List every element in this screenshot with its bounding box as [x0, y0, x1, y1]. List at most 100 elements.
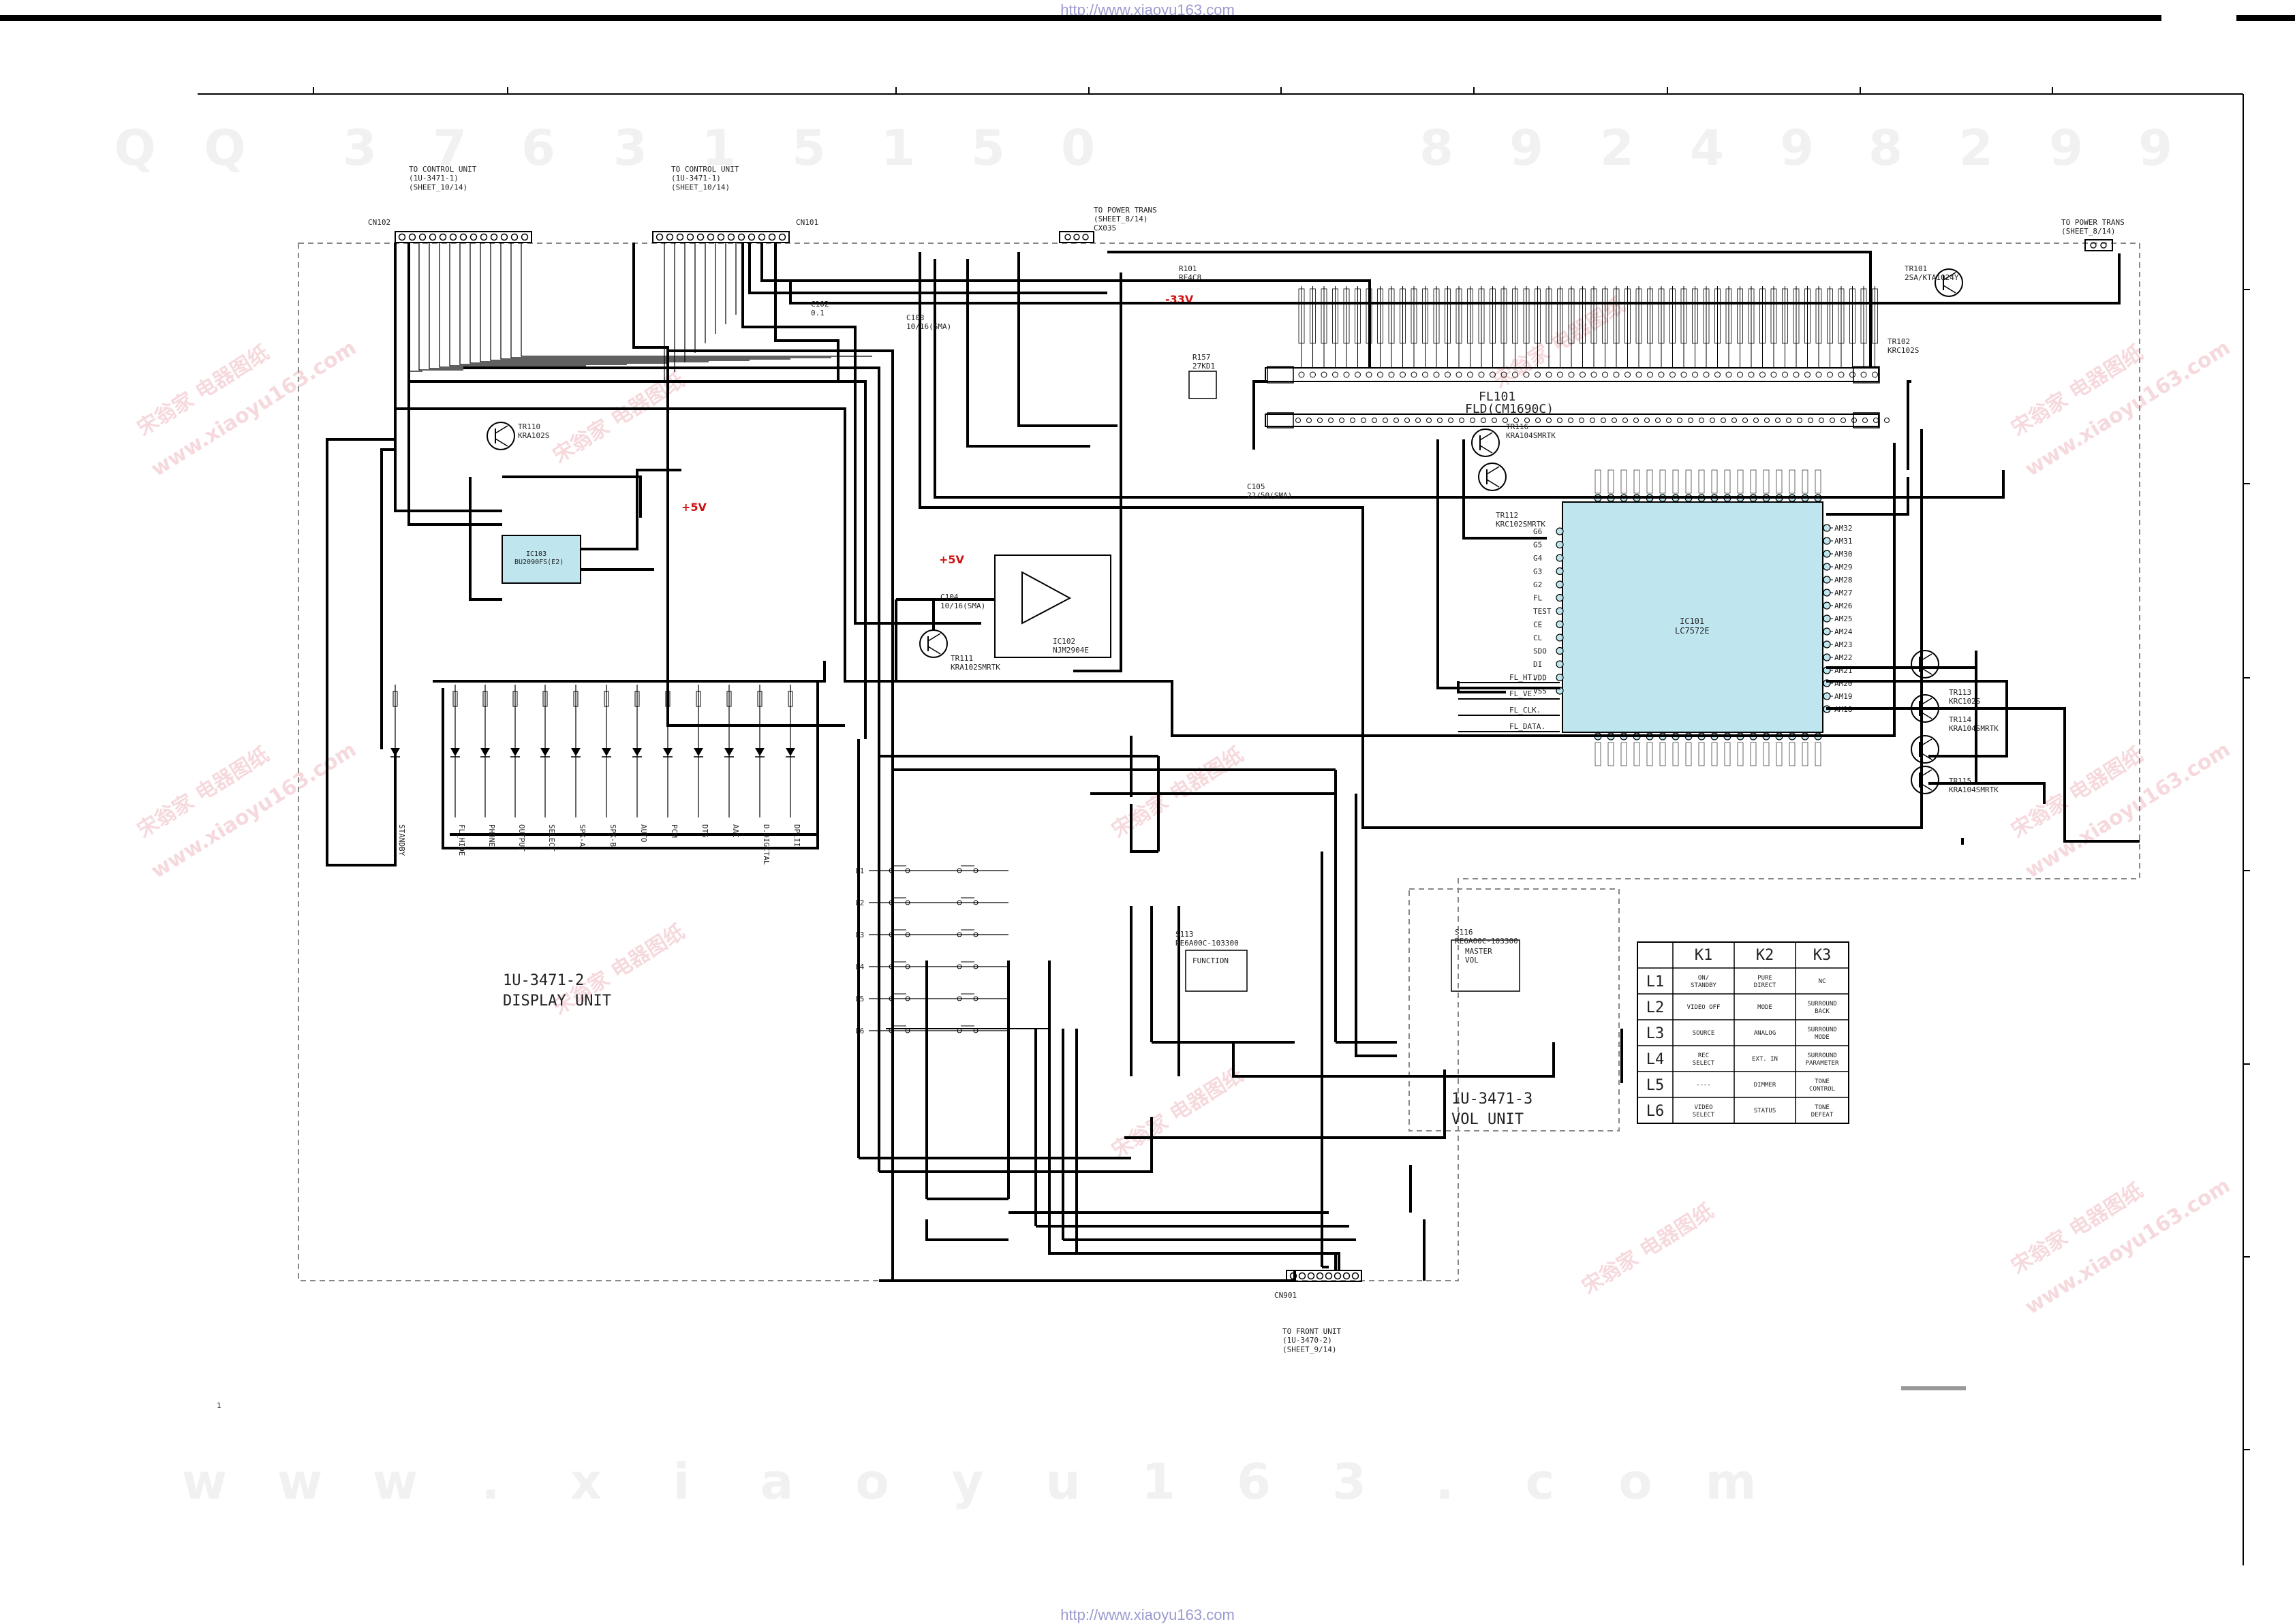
ic101-top-label [1815, 469, 1821, 494]
fl101-pin [1731, 418, 1737, 423]
ic101-pin-label: CE [1533, 621, 1542, 629]
led-resistor [604, 691, 609, 707]
connector-cx035[interactable]: TO POWER TRANS(SHEET_8/14)CX035 [1059, 206, 1157, 243]
fl101-pin [1742, 418, 1748, 423]
fl101-pin [1426, 418, 1432, 423]
voltage-5v-a: +5V [681, 501, 707, 514]
ic101-bottom-label [1607, 742, 1614, 766]
fl101-pin-label [1635, 288, 1642, 344]
led-resistor [452, 691, 458, 707]
transistor-symbol [1935, 268, 1963, 297]
connector-pin [707, 233, 715, 241]
connector-pin [1342, 1272, 1351, 1280]
ic101-bottom-label [1620, 742, 1627, 766]
serial-digit: 9 [2049, 119, 2083, 176]
connector-pin [459, 233, 467, 241]
fl101-pin [1644, 418, 1650, 423]
ic101-pin-label: AM27 [1834, 589, 1853, 597]
connector-pin [696, 233, 705, 241]
fl101-pin [1590, 371, 1597, 378]
display-unit-label: 1U-3471-2 DISPLAY UNIT [503, 972, 611, 1010]
table-cell: DIMMER [1754, 1082, 1776, 1089]
fl101-pin-label [1613, 288, 1620, 344]
fl101-pin [1388, 371, 1395, 378]
table-cell: L2 [1646, 999, 1665, 1016]
ic101-pin-label: TEST [1533, 607, 1552, 616]
connector-cn101[interactable]: TO CONTROL UNIT(1U-3471-1)(SHEET_10/14) … [652, 165, 818, 243]
ic101-bottom-label [1646, 742, 1653, 766]
ic101-pin-label: AM28 [1834, 576, 1853, 584]
ic101-bus-label: FL_CLK. [1509, 706, 1541, 715]
switch-contact [905, 932, 910, 937]
fl101-pin-label [1804, 288, 1811, 344]
fl101-pin [1872, 371, 1878, 378]
ic101-bottom-label [1711, 742, 1718, 766]
ic101-ref: IC101 [1680, 616, 1704, 626]
fl101-pin-label [1400, 288, 1406, 344]
connector-pin [748, 233, 756, 241]
switch-contact [957, 964, 962, 969]
switch-contact [889, 996, 894, 1001]
connector-pin [408, 233, 416, 241]
fl101-pin-label [1692, 288, 1698, 344]
fl101-pin [1524, 418, 1530, 423]
fl101-pin [1568, 371, 1575, 378]
fl101-pin [1404, 418, 1410, 423]
fl101-pin [1500, 371, 1507, 378]
fl101-pin [1692, 371, 1698, 378]
switch-contact [957, 900, 962, 905]
ic101-top-label [1698, 469, 1705, 494]
fl101-pin [1602, 371, 1608, 378]
fl101-pin-label [1647, 288, 1653, 344]
fl101-pin [1490, 371, 1496, 378]
ic101-top-label [1724, 469, 1731, 494]
display-unit-outline [298, 243, 2140, 1281]
watermark-char: y [952, 1453, 984, 1510]
ic101-pin [1823, 627, 1831, 636]
connector-pin [449, 233, 457, 241]
ic101-top-label [1737, 469, 1744, 494]
table-cell: SOURCE [1693, 1030, 1715, 1037]
led-diode [450, 748, 460, 756]
connector-front[interactable]: TO FRONT UNIT(1U-3470-2)(SHEET_9/14) CN9… [1274, 1270, 1362, 1354]
serial-digit: 5 [971, 119, 1005, 176]
ic101-pin-label: AM30 [1834, 550, 1853, 559]
ic101-pin [1556, 634, 1564, 642]
serial-digit: 2 [1959, 119, 1993, 176]
transistor-symbol [919, 629, 948, 658]
fl101-pin [1295, 418, 1301, 423]
function-encoder[interactable]: FUNCTION [1185, 950, 1248, 992]
fl101-pin-label [1535, 288, 1541, 344]
ic101-pin [1556, 607, 1564, 615]
fl101-pin [1332, 371, 1338, 378]
fl101-pin-label [1467, 288, 1473, 344]
fl101-pin-label [1580, 288, 1586, 344]
connector-cn103[interactable]: TO POWER TRANS(SHEET_8/14) [2061, 218, 2125, 251]
fl101-pin [1838, 371, 1845, 378]
signal-line [418, 243, 463, 371]
fl101-pin [1361, 418, 1366, 423]
transistor-collector [1479, 432, 1493, 441]
serial-digit: 9 [1509, 119, 1543, 176]
fl101-pin [1366, 371, 1372, 378]
fl101-pin [1655, 418, 1661, 423]
led-label: SPK-B [609, 824, 617, 847]
signal-line [500, 243, 790, 360]
connector-pin [768, 233, 776, 241]
fl101-pin [1400, 371, 1406, 378]
serial-digit: Q [204, 119, 245, 176]
fl101-pin [1721, 418, 1726, 423]
serial-digit: 2 [1600, 119, 1634, 176]
connector-cn102[interactable]: TO CONTROL UNIT(1U-3471-1)(SHEET_10/14) … [368, 165, 532, 243]
footer-url[interactable]: http://www.xiaoyu163.com [1060, 1606, 1235, 1623]
switch-contact [889, 964, 894, 969]
display-unit-code: 1U-3471-2 [503, 972, 584, 989]
table-cell: L3 [1646, 1025, 1665, 1042]
